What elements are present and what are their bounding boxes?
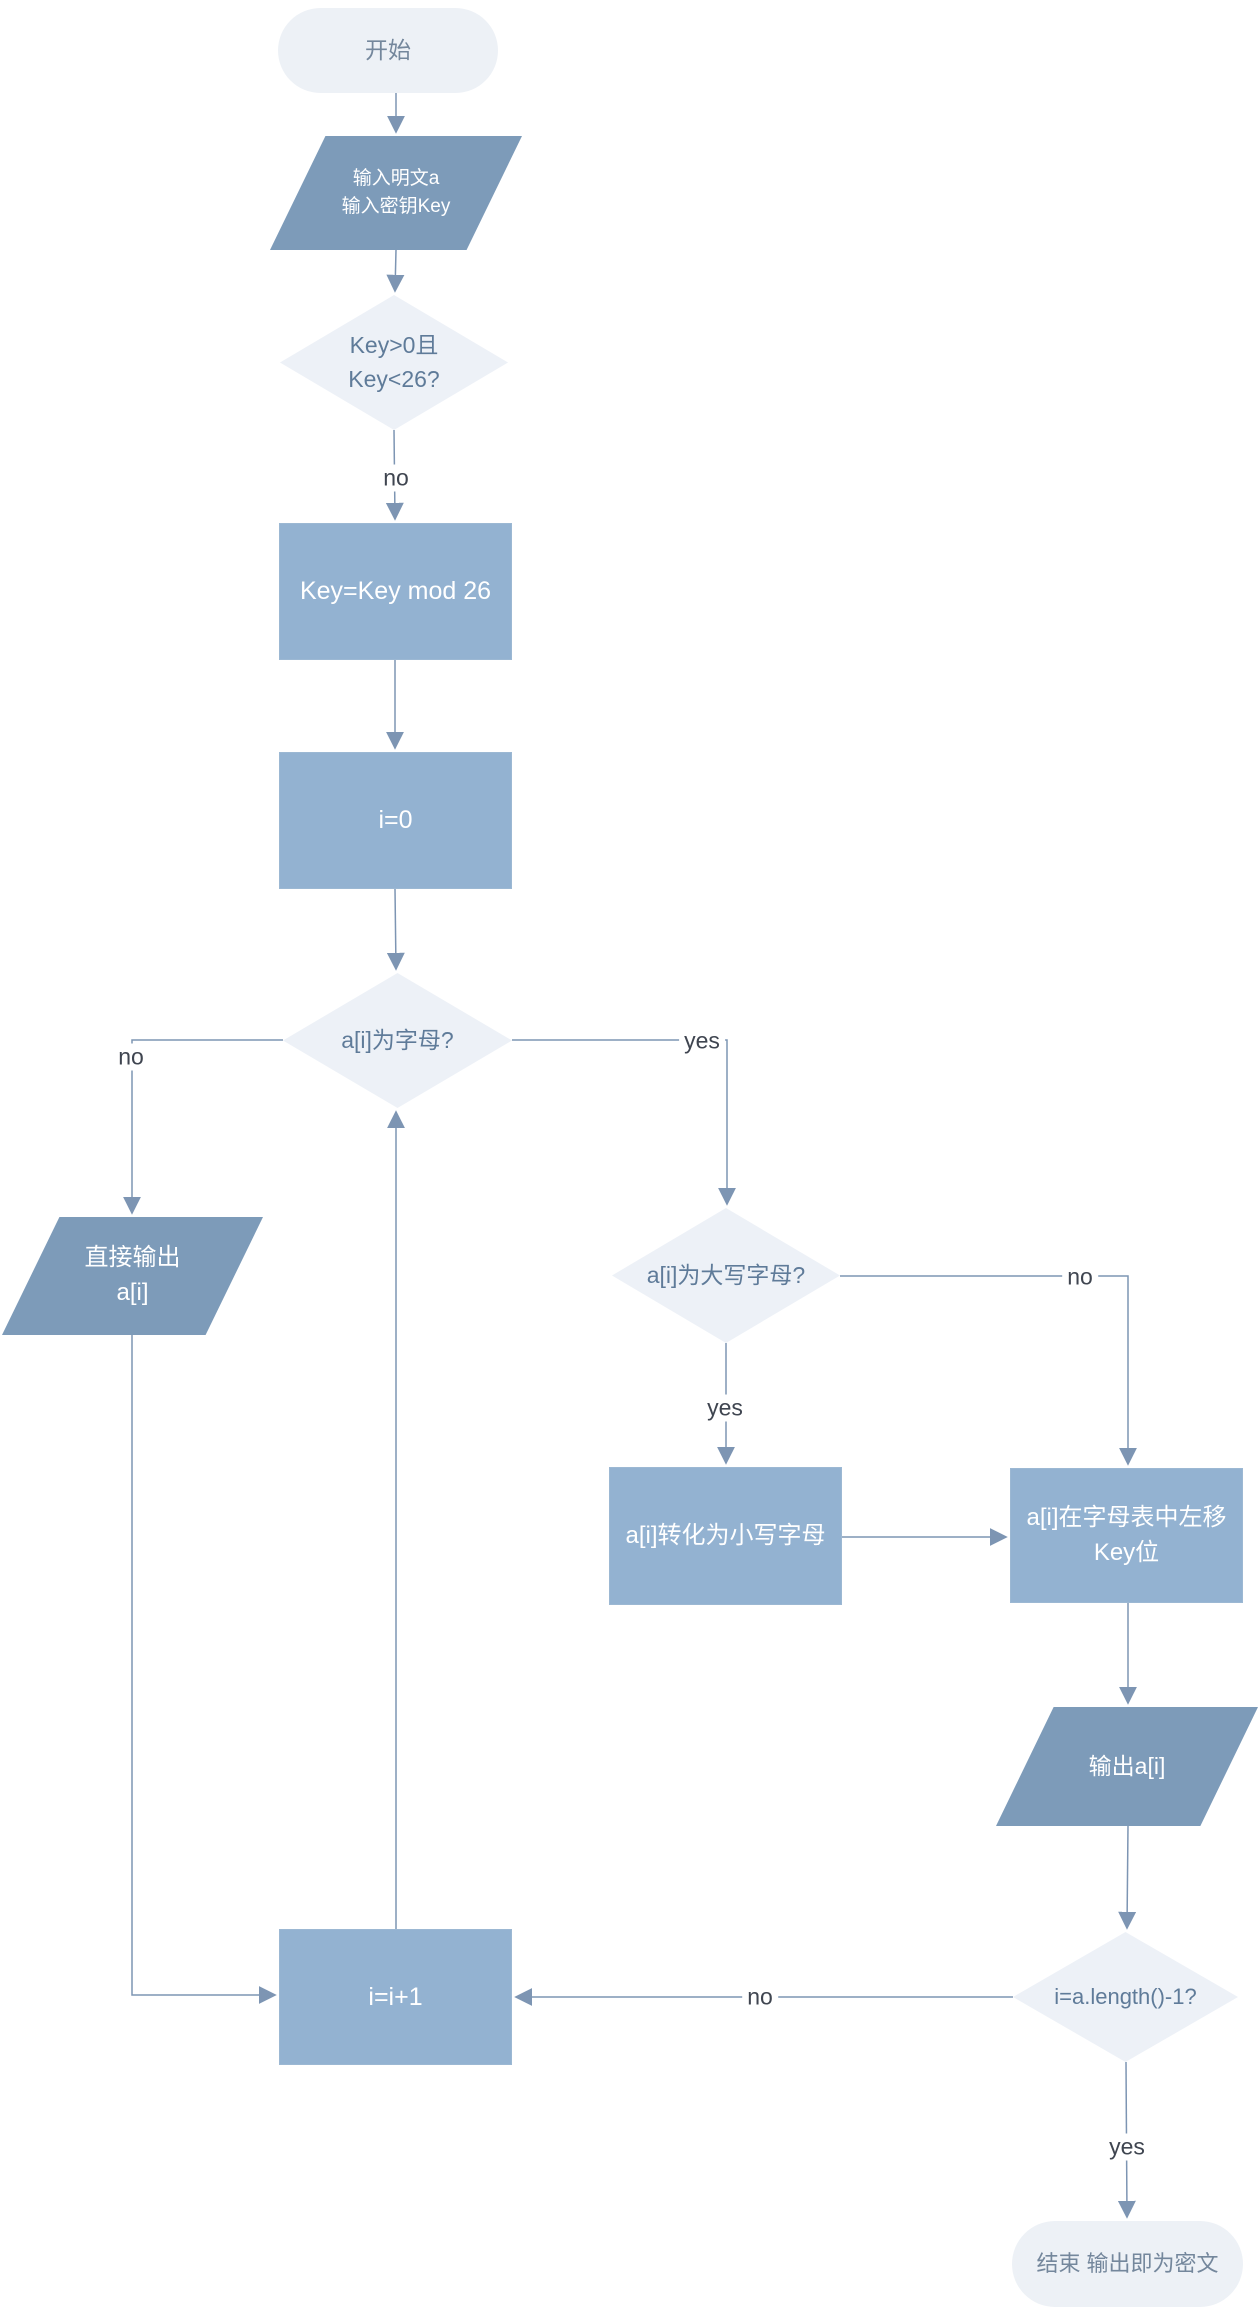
node-key-check-line2: Key<26? xyxy=(348,365,440,392)
node-key-check-line1: Key>0且 xyxy=(349,332,439,359)
node-to-lower-label: a[i]转化为小写字母 xyxy=(625,1521,826,1549)
edge-label-loop-check-yes: yes xyxy=(1104,2133,1150,2161)
node-loop-check-label: i=a.length()-1? xyxy=(1054,1984,1197,2010)
connector-isletter-yes-to-isupper xyxy=(512,1039,736,1206)
edge-label-is-upper-yes: yes xyxy=(702,1394,748,1422)
node-start-label: 开始 xyxy=(365,36,411,63)
node-increment: i=i+1 xyxy=(279,1929,512,2065)
connector-input-to-keycheck xyxy=(386,249,405,293)
edge-label-is-upper-no: no xyxy=(1062,1263,1098,1291)
node-key-mod-label: Key=Key mod 26 xyxy=(299,577,492,606)
edge-label-is-letter-yes: yes xyxy=(679,1027,725,1055)
node-i-init-label: i=0 xyxy=(378,806,413,835)
connector-directoutput-to-increment xyxy=(131,1335,277,2004)
node-to-lower: a[i]转化为小写字母 xyxy=(609,1467,842,1605)
edge-label-loop-check-no: no xyxy=(742,1983,778,2011)
connector-output-to-loopcheck xyxy=(1118,1825,1137,1930)
node-end: 结束 输出即为密文 xyxy=(1012,2221,1243,2307)
node-shift: a[i]在字母表中左移 Key位 xyxy=(1010,1468,1243,1603)
node-key-mod: Key=Key mod 26 xyxy=(279,523,512,660)
node-is-upper-label: a[i]为大写字母? xyxy=(646,1261,806,1288)
node-input-line1: 输入明文a xyxy=(352,168,440,190)
connector-isletter-no-to-directoutput xyxy=(123,1039,283,1215)
node-direct-output-line1: 直接输出 xyxy=(84,1244,181,1272)
node-shift-line1: a[i]在字母表中左移 xyxy=(1026,1503,1227,1531)
node-end-label: 结束 输出即为密文 xyxy=(1036,2251,1219,2277)
node-increment-label: i=i+1 xyxy=(368,1982,423,2011)
edge-label-is-letter-no: no xyxy=(113,1043,149,1071)
connector-iinit-to-isletter xyxy=(386,888,405,971)
node-input-line2: 输入密钥Key xyxy=(341,196,451,217)
node-direct-output-line2: a[i] xyxy=(116,1279,149,1306)
node-start: 开始 xyxy=(278,8,498,93)
node-shift-line2: Key位 xyxy=(1093,1538,1160,1566)
node-output-label: 输出a[i] xyxy=(1088,1752,1166,1779)
connector-isupper-no-to-shift xyxy=(840,1275,1137,1466)
node-is-letter-label: a[i]为字母? xyxy=(341,1026,454,1053)
node-i-init: i=0 xyxy=(279,752,512,889)
edge-label-key-check-no: no xyxy=(378,464,414,492)
